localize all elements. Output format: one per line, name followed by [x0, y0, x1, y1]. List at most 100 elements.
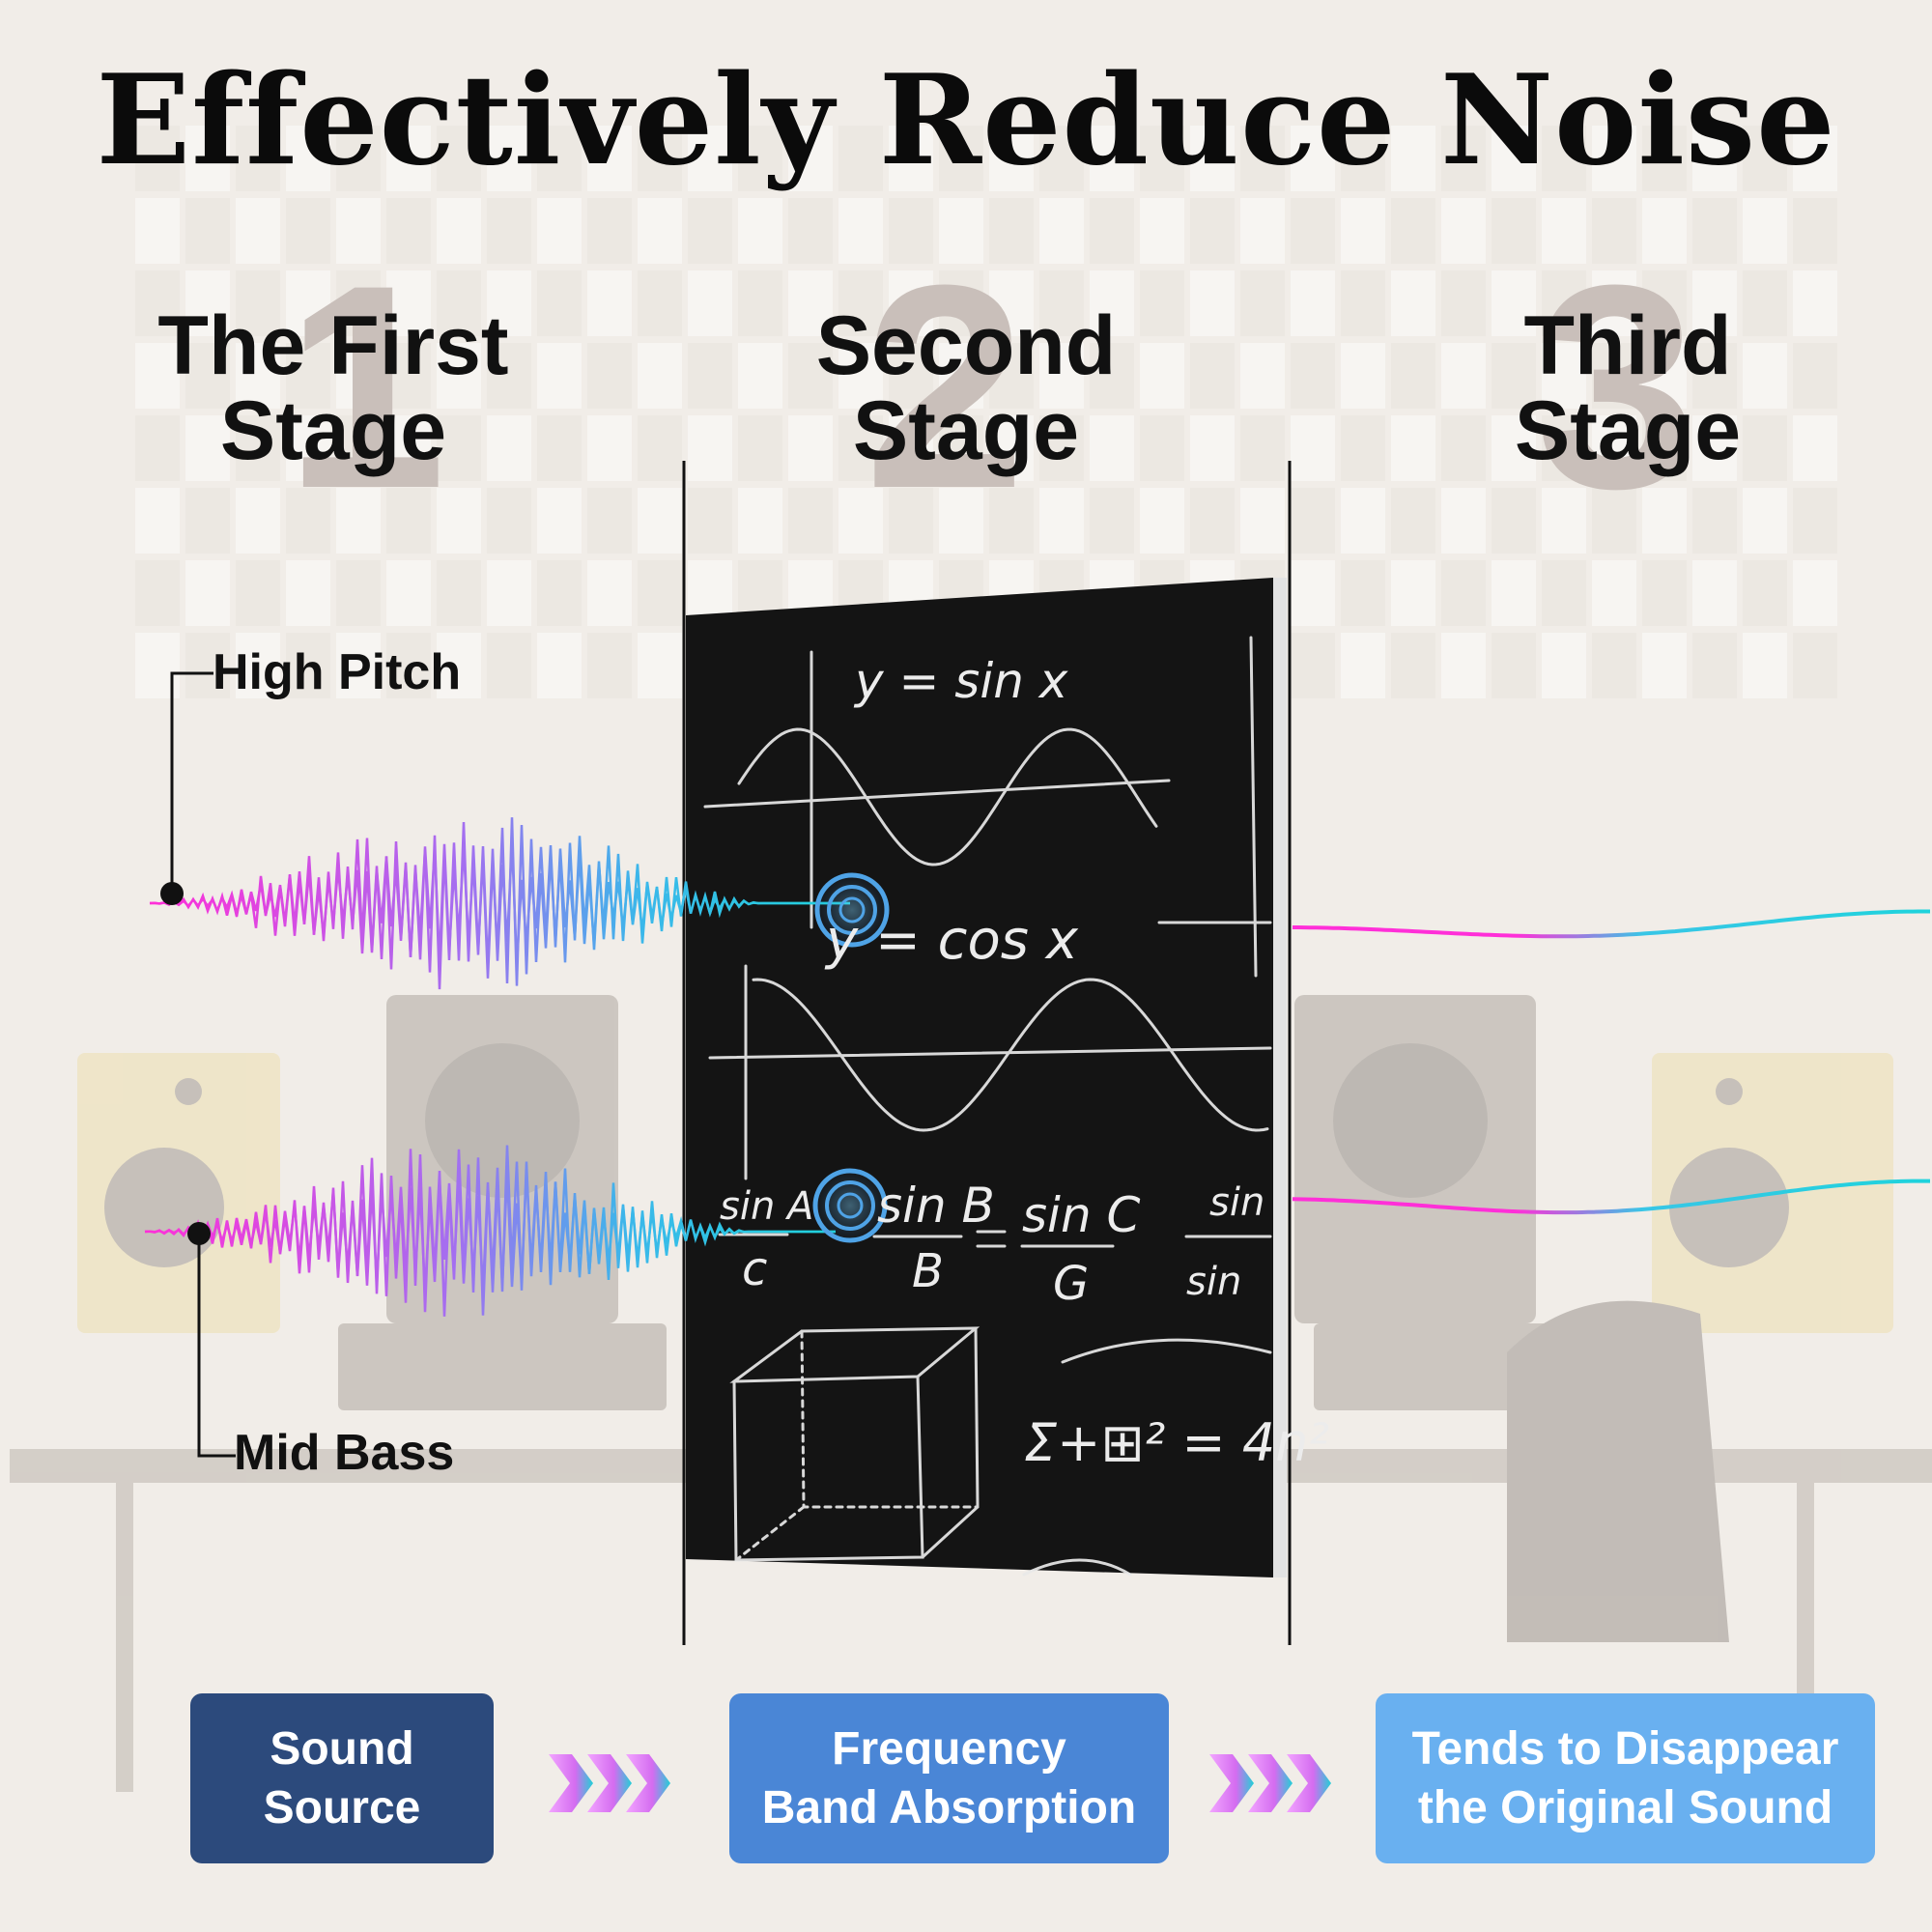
wall-panel-tile — [1692, 415, 1737, 481]
wall-panel-tile — [437, 560, 481, 626]
wall-panel-tile — [587, 343, 632, 409]
wall-panel-tile — [1341, 270, 1385, 336]
wall-panel-tile — [1692, 343, 1737, 409]
wall-panel-tile — [336, 270, 381, 336]
wall-panel-tile — [1492, 270, 1536, 336]
wall-panel-tile — [688, 343, 732, 409]
wall-panel-tile — [236, 198, 280, 264]
wall-panel-tile — [1692, 560, 1737, 626]
wall-panel-tile — [487, 415, 531, 481]
wall-panel-tile — [336, 415, 381, 481]
wall-panel-tile — [1692, 633, 1737, 698]
wall-panel-tile — [1190, 270, 1235, 336]
wall-panel-tile — [236, 415, 280, 481]
wall-panel-tile — [185, 343, 230, 409]
wall-panel-tile — [437, 633, 481, 698]
wall-panel-tile — [738, 343, 782, 409]
wall-panel-tile — [1743, 488, 1787, 554]
stage-title-third: Third Stage — [1401, 303, 1855, 473]
wall-panel-tile — [1341, 198, 1385, 264]
wall-panel-tile — [1140, 415, 1184, 481]
wall-panel-tile — [1341, 488, 1385, 554]
wall-panel-tile — [838, 126, 883, 191]
wall-panel-tile — [336, 343, 381, 409]
wall-panel-tile — [437, 343, 481, 409]
wall-panel-tile — [286, 126, 330, 191]
wall-panel-tile — [286, 415, 330, 481]
absorbed-mid-bass-wave — [1292, 1179, 1930, 1215]
wall-panel-tile — [638, 560, 682, 626]
wall-panel-tile — [1341, 126, 1385, 191]
absorption-ring-icon — [811, 1167, 889, 1244]
wall-panel-tile — [336, 633, 381, 698]
wall-panel-tile — [1291, 560, 1335, 626]
wall-panel-tile — [738, 415, 782, 481]
wall-panel-tile — [135, 343, 180, 409]
wall-panel-tile — [989, 488, 1034, 554]
step-line: Tends to Disappear — [1411, 1722, 1839, 1775]
wall-panel-tile — [1039, 198, 1084, 264]
wall-panel-tile — [537, 488, 582, 554]
wall-panel-tile — [1542, 488, 1586, 554]
wall-panel-tile — [1793, 343, 1837, 409]
wall-panel-tile — [1793, 126, 1837, 191]
wall-panel-tile — [638, 488, 682, 554]
label-connectors — [170, 671, 236, 1458]
wall-panel-tile — [1542, 343, 1586, 409]
wall-panel-tile — [889, 415, 933, 481]
wall-panel-tile — [135, 198, 180, 264]
wall-panel-tile — [1391, 415, 1435, 481]
wall-panel-tile — [1291, 126, 1335, 191]
wall-panel-tile — [1592, 198, 1636, 264]
wall-panel-tile — [889, 488, 933, 554]
wall-panel-tile — [587, 488, 632, 554]
wall-panel-tile — [738, 198, 782, 264]
wall-panel-tile — [1692, 126, 1737, 191]
wall-panel-tile — [537, 198, 582, 264]
wall-panel-tile — [336, 560, 381, 626]
wall-panel-tile — [1090, 270, 1134, 336]
wall-panel-tile — [185, 126, 230, 191]
wall-panel-tile — [889, 343, 933, 409]
wall-panel-tile — [1441, 270, 1486, 336]
wall-panel-tile — [1492, 198, 1536, 264]
wall-panel-tile — [1090, 198, 1134, 264]
wall-panel-tile — [1642, 488, 1687, 554]
wall-panel-tile — [1492, 560, 1536, 626]
wall-panel-tile — [437, 415, 481, 481]
wall-panel-tile — [738, 270, 782, 336]
wall-panel-tile — [386, 415, 431, 481]
wall-panel-tile — [236, 560, 280, 626]
wall-panel-tile — [1039, 415, 1084, 481]
wall-panel-tile — [638, 270, 682, 336]
wall-panel-tile — [738, 126, 782, 191]
wall-panel-tile — [788, 198, 833, 264]
chevron-arrows-icon — [549, 1754, 670, 1812]
wall-panel-tile — [638, 126, 682, 191]
wall-panel-tile — [838, 415, 883, 481]
wall-panel-tile — [1391, 270, 1435, 336]
wall-panel-tile — [1240, 270, 1285, 336]
wall-panel-tile — [437, 270, 481, 336]
wall-panel-tile — [185, 270, 230, 336]
sound-waves — [144, 817, 1930, 1317]
wall-panel-tile — [1542, 560, 1586, 626]
wall-panel-tile — [1642, 343, 1687, 409]
wall-panel-tile — [587, 415, 632, 481]
wall-panel-tile — [386, 560, 431, 626]
wall-panel-tile — [336, 126, 381, 191]
step-line: Source — [263, 1782, 421, 1833]
stage-title-line: The First — [157, 299, 509, 392]
wall-panel-tile — [185, 560, 230, 626]
wall-panel-tile — [688, 270, 732, 336]
stage-number-1: 1 — [285, 224, 446, 549]
wall-panel-tile — [386, 126, 431, 191]
wall-panel-tile — [788, 488, 833, 554]
wall-panel-tile — [185, 488, 230, 554]
wall-panel-tile — [1692, 270, 1737, 336]
wall-panel-tile — [587, 270, 632, 336]
wall-panel-tile — [989, 343, 1034, 409]
wall-panel-tile — [1793, 633, 1837, 698]
